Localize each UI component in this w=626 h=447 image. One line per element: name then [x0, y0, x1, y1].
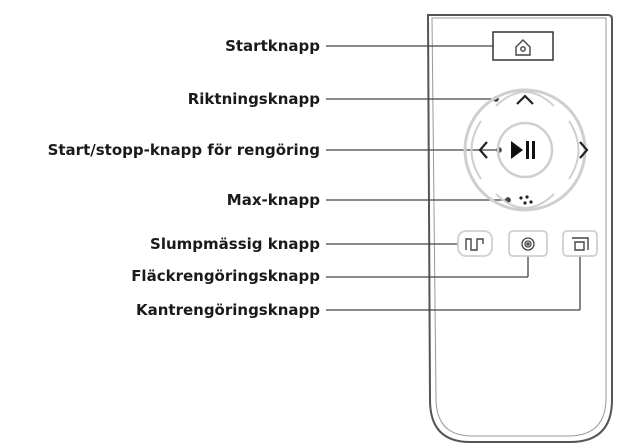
chevron-up-icon	[516, 94, 534, 105]
start-button[interactable]	[492, 31, 554, 61]
direction-right-button[interactable]	[568, 120, 589, 180]
label-random-button: Slumpmässig knapp	[150, 235, 320, 253]
random-path-icon	[465, 238, 484, 251]
chevron-right-icon	[579, 141, 589, 159]
edge-clean-icon	[572, 237, 589, 251]
direction-up-button[interactable]	[495, 91, 555, 107]
label-direction-button: Riktningsknapp	[187, 90, 320, 108]
spot-spiral-icon	[521, 237, 535, 251]
home-icon	[515, 39, 531, 56]
label-edge-button: Kantrengöringsknapp	[135, 301, 320, 319]
edge-button[interactable]	[562, 230, 598, 257]
direction-left-button[interactable]	[470, 120, 488, 180]
remote-body	[426, 14, 613, 443]
label-max-button: Max-knapp	[226, 191, 320, 209]
leader-lines	[326, 43, 583, 311]
random-button[interactable]	[457, 230, 493, 257]
start-stop-button[interactable]	[511, 141, 535, 159]
fan-icon	[519, 195, 533, 205]
label-start-button: Startknapp	[225, 37, 320, 55]
spot-button[interactable]	[508, 230, 548, 257]
label-start-stop-button: Start/stopp-knapp för rengöring	[47, 141, 320, 159]
chevron-left-icon	[478, 141, 488, 159]
play-pause-icon	[511, 141, 535, 159]
max-button[interactable]	[495, 193, 555, 209]
label-spot-button: Fläckrengöringsknapp	[131, 267, 320, 285]
